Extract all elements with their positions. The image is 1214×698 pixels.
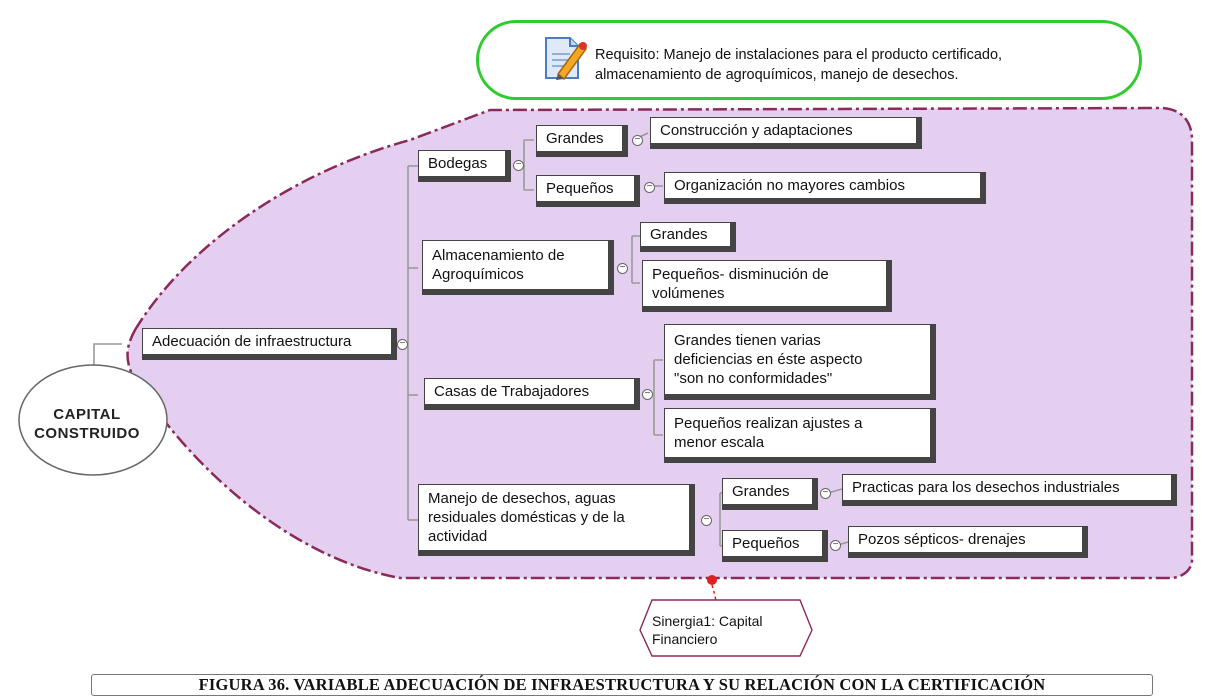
requirement-note[interactable]: [476, 20, 1142, 100]
node-label: Adecuación de infraestructura: [152, 333, 352, 350]
node-label: Pequeños realizan ajustes a menor escala: [674, 415, 863, 451]
node-label: Manejo de desechos, aguas residuales dom…: [428, 490, 625, 545]
node-label: Pequeños- disminución de volúmenes: [652, 265, 829, 302]
note-pencil-icon: [540, 32, 588, 84]
node-almacenamiento-grandes[interactable]: Grandes: [640, 222, 736, 252]
node-organizacion-cambios[interactable]: Organización no mayores cambios: [664, 172, 986, 204]
node-label: Practicas para los desechos industriales: [852, 479, 1120, 496]
root-ellipse: [18, 364, 168, 476]
node-label: Pequeños: [732, 535, 800, 552]
collapse-toggle-icon[interactable]: [642, 389, 653, 400]
node-bodegas[interactable]: Bodegas: [418, 150, 511, 182]
node-label: Pequeños: [546, 180, 614, 197]
collapse-toggle-icon[interactable]: [617, 263, 628, 274]
node-manejo-pequenos[interactable]: Pequeños: [722, 530, 828, 562]
relation-start-marker: [707, 575, 717, 585]
collapse-toggle-icon[interactable]: [820, 488, 831, 499]
node-label: Almacenamiento de Agroquímicos: [432, 247, 565, 283]
node-label: Grandes tienen varias deficiencias en és…: [674, 332, 863, 387]
root-label[interactable]: CAPITAL CONSTRUIDO: [34, 406, 140, 442]
node-label: Grandes: [546, 130, 604, 147]
node-bodegas-pequenos[interactable]: Pequeños: [536, 175, 640, 207]
node-label: Grandes: [732, 483, 790, 500]
node-casas-trabajadores[interactable]: Casas de Trabajadores: [424, 378, 640, 410]
node-label: Pozos sépticos- drenajes: [858, 531, 1026, 548]
collapse-toggle-icon[interactable]: [632, 135, 643, 146]
node-construccion-adaptaciones[interactable]: Construcción y adaptaciones: [650, 117, 922, 149]
node-casas-pequenos[interactable]: Pequeños realizan ajustes a menor escala: [664, 408, 936, 463]
node-label: Organización no mayores cambios: [674, 177, 905, 194]
node-adecuacion-infraestructura[interactable]: Adecuación de infraestructura: [142, 328, 397, 360]
synergy-hexagon: [639, 599, 813, 657]
requirement-text: Requisito: Manejo de instalaciones para …: [595, 47, 1003, 83]
node-label: Bodegas: [428, 155, 488, 172]
node-manejo-desechos[interactable]: Manejo de desechos, aguas residuales dom…: [418, 484, 695, 556]
node-practicas-desechos[interactable]: Practicas para los desechos industriales: [842, 474, 1177, 506]
node-almacenamiento-agroquimicos[interactable]: Almacenamiento de Agroquímicos: [422, 240, 614, 295]
node-bodegas-grandes[interactable]: Grandes: [536, 125, 628, 157]
collapse-toggle-icon[interactable]: [830, 540, 841, 551]
node-manejo-grandes[interactable]: Grandes: [722, 478, 818, 510]
figure-caption: FIGURA 36. VARIABLE ADECUACIÓN DE INFRAE…: [91, 674, 1153, 696]
collapse-toggle-icon[interactable]: [701, 515, 712, 526]
node-label: Construcción y adaptaciones: [660, 122, 853, 139]
node-label: Grandes: [650, 226, 708, 243]
relation-line: [711, 584, 717, 605]
node-pozos-septicos[interactable]: Pozos sépticos- drenajes: [848, 526, 1088, 558]
node-label: Casas de Trabajadores: [434, 383, 590, 400]
node-casas-grandes[interactable]: Grandes tienen varias deficiencias en és…: [664, 324, 936, 400]
collapse-toggle-icon[interactable]: [397, 339, 408, 350]
node-almacenamiento-pequenos[interactable]: Pequeños- disminución de volúmenes: [642, 260, 892, 312]
synergy-label[interactable]: Sinergia1: Capital Financiero: [652, 613, 763, 647]
collapse-toggle-icon[interactable]: [513, 160, 524, 171]
collapse-toggle-icon[interactable]: [644, 182, 655, 193]
